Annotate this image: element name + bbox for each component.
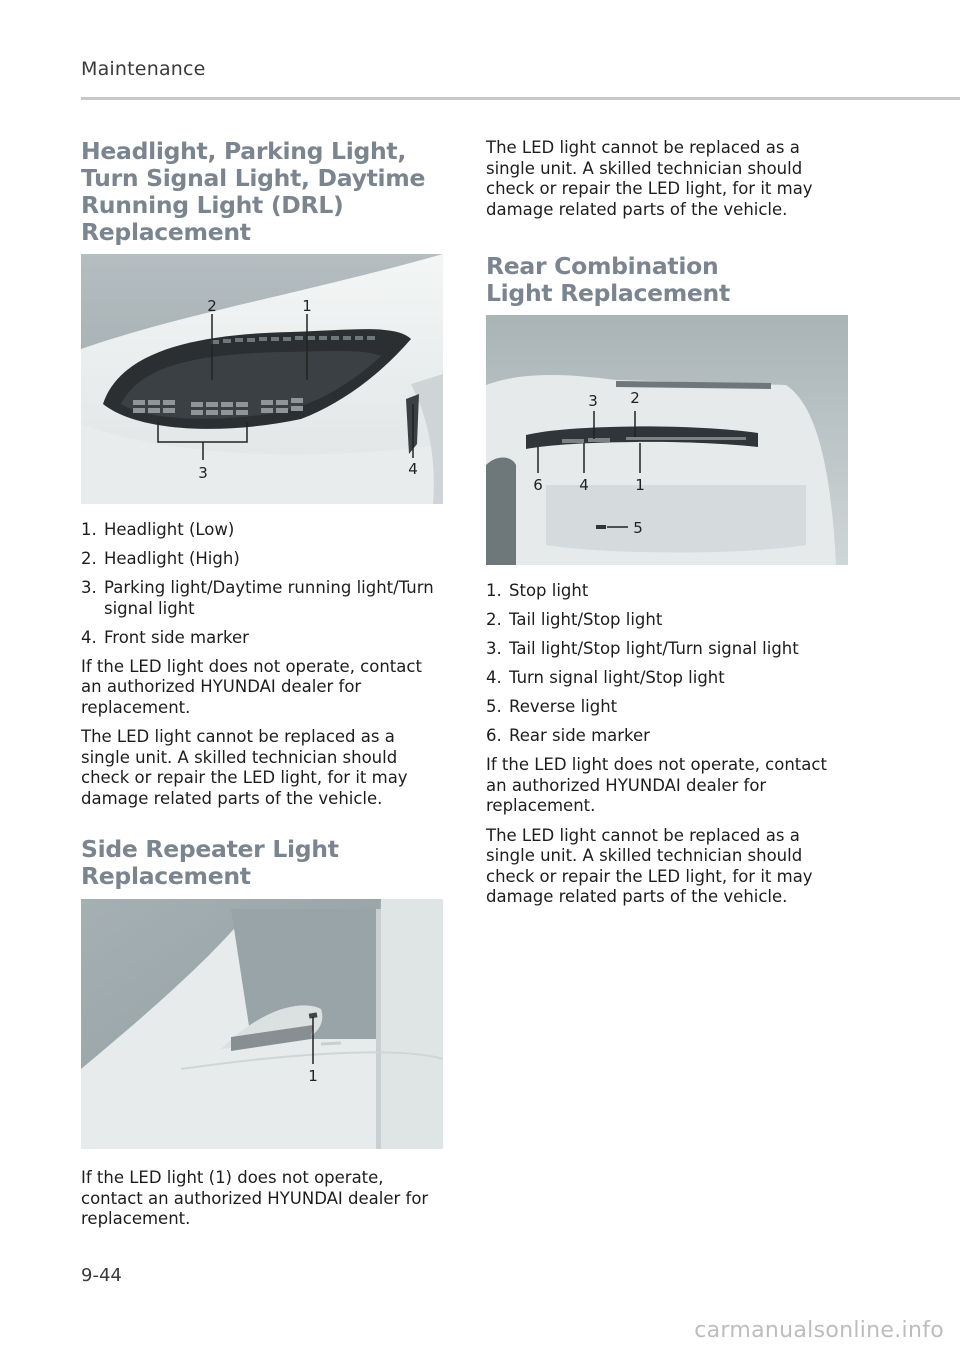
rear-callout-6: 6 bbox=[533, 476, 543, 494]
headlight-technician-note: The LED light cannot be replaced as a si… bbox=[81, 727, 408, 808]
header-divider bbox=[81, 97, 960, 100]
rear-callout-2: 2 bbox=[630, 389, 640, 407]
right-column: The LED light cannot be replaced as a si… bbox=[486, 138, 848, 908]
rear-callout-4: 4 bbox=[579, 476, 589, 494]
section-header: Maintenance bbox=[81, 58, 206, 80]
headlight-technician-note-continued: The LED light cannot be replaced as a si… bbox=[486, 138, 813, 219]
list-item: 2.Headlight (High) bbox=[81, 549, 240, 568]
left-column: Headlight, Parking Light, Turn Signal Li… bbox=[81, 138, 443, 1230]
list-item: 2.Tail light/Stop light bbox=[486, 610, 663, 629]
list-item: 3.Parking light/Daytime running light/Tu… bbox=[81, 578, 434, 618]
headlight-parts-list: 1.Headlight (Low) 2.Headlight (High) 3.P… bbox=[81, 520, 443, 648]
rear-callout-3: 3 bbox=[588, 392, 598, 410]
rear-combination-figure: 3 2 6 4 1 5 bbox=[486, 315, 848, 565]
headlight-dealer-note: If the LED light does not operate, conta… bbox=[81, 656, 422, 717]
headlight-callout-2: 2 bbox=[207, 297, 217, 315]
list-item: 5.Reverse light bbox=[486, 697, 618, 716]
side-repeater-figure: 1 bbox=[81, 899, 443, 1149]
list-item: 4.Turn signal light/Stop light bbox=[486, 668, 725, 687]
list-item: 3.Tail light/Stop light/Turn signal ligh… bbox=[486, 639, 799, 658]
list-item: 4.Front side marker bbox=[81, 627, 249, 647]
side-repeater-dealer-note: If the LED light (1) does not operate, c… bbox=[81, 1168, 429, 1228]
headlight-callout-4: 4 bbox=[408, 460, 418, 478]
watermark: carmanualsonline.info bbox=[694, 1318, 944, 1343]
list-item: 6.Rear side marker bbox=[486, 726, 650, 745]
headlight-callout-1: 1 bbox=[302, 297, 312, 315]
list-item: 1.Headlight (Low) bbox=[81, 520, 235, 539]
rear-combination-section-title: Rear Combination Light Replacement bbox=[486, 252, 730, 307]
rear-callout-1: 1 bbox=[635, 476, 645, 494]
headlight-section-title: Headlight, Parking Light, Turn Signal Li… bbox=[81, 137, 426, 246]
rear-callout-5: 5 bbox=[633, 519, 643, 537]
rear-combination-parts-list: 1.Stop light 2.Tail light/Stop light 3.T… bbox=[486, 581, 848, 747]
list-item: 1.Stop light bbox=[486, 581, 589, 600]
side-repeater-section-title: Side Repeater Light Replacement bbox=[81, 835, 339, 890]
headlight-callout-3: 3 bbox=[198, 464, 208, 482]
page-number: 9-44 bbox=[81, 1265, 122, 1286]
rear-technician-note: The LED light cannot be replaced as a si… bbox=[486, 825, 813, 907]
rear-dealer-note: If the LED light does not operate, conta… bbox=[486, 755, 827, 815]
side-repeater-callout-1: 1 bbox=[308, 1067, 318, 1085]
headlight-figure: 2 1 3 4 bbox=[81, 254, 443, 504]
